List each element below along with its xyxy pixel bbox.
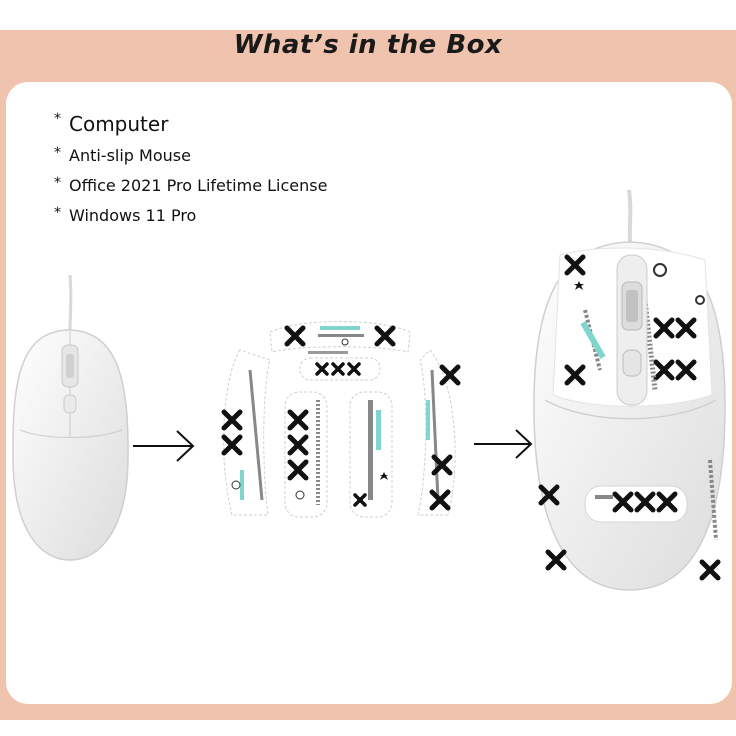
arrow-right-icon xyxy=(133,430,195,462)
grip-tape-stickers xyxy=(224,321,458,518)
list-item: * Computer xyxy=(54,112,327,136)
page-title: What’s in the Box xyxy=(233,30,503,60)
list-item: * Anti-slip Mouse xyxy=(54,146,327,165)
sticker-top xyxy=(269,321,411,353)
list-item-label: Computer xyxy=(69,112,169,136)
sticker-mid xyxy=(299,351,381,381)
sticker-center xyxy=(284,391,328,518)
list-item-label: Office 2021 Pro Lifetime License xyxy=(69,176,328,195)
plain-mouse-illustration xyxy=(12,274,129,561)
bullet-icon: * xyxy=(54,111,61,127)
sticker-right xyxy=(417,349,458,516)
list-item: * Windows 11 Pro xyxy=(54,206,327,225)
bullet-icon: * xyxy=(54,205,61,221)
sticker-left xyxy=(224,349,271,516)
arrow-right-icon xyxy=(474,429,533,459)
bullet-icon: * xyxy=(54,175,61,191)
box-contents-list: * Computer * Anti-slip Mouse * Office 20… xyxy=(54,112,327,236)
list-item-label: Anti-slip Mouse xyxy=(69,146,191,165)
sticker-center-right xyxy=(349,391,393,518)
list-item-label: Windows 11 Pro xyxy=(69,206,197,225)
list-item: * Office 2021 Pro Lifetime License xyxy=(54,176,327,195)
taped-mouse-illustration xyxy=(533,189,726,591)
bullet-icon: * xyxy=(54,145,61,161)
